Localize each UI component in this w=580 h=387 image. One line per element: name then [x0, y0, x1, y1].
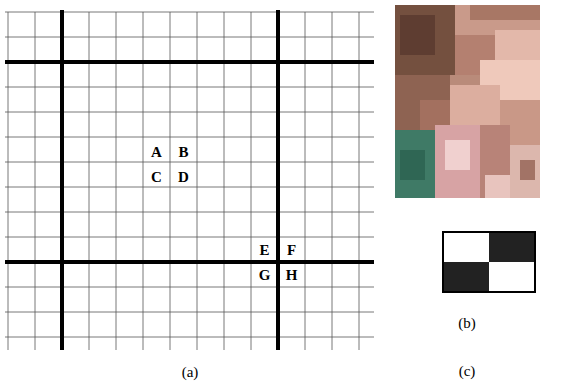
pixelated-photo: [395, 5, 540, 198]
block-boundary: [5, 10, 374, 350]
panel-label: (a): [182, 365, 199, 380]
cell-letter: C: [151, 170, 162, 185]
cell-letter: D: [178, 170, 189, 185]
cell-letter: E: [259, 243, 269, 258]
cell-letter: F: [287, 243, 296, 258]
panel-label: (c): [459, 364, 476, 379]
cell-letter: G: [259, 268, 271, 283]
cell-letter: A: [151, 145, 162, 160]
cell-letter: B: [178, 145, 188, 160]
cell-letter: H: [286, 268, 298, 283]
panel-label: (b): [458, 316, 476, 331]
checkerboard: [443, 232, 535, 292]
